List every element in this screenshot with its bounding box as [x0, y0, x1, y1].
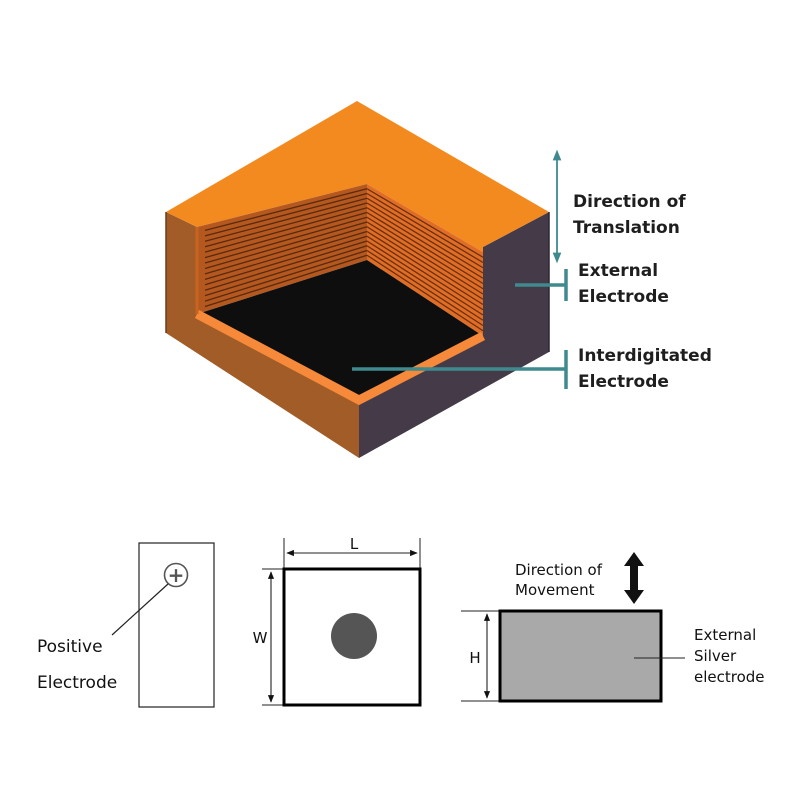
- electrode-layer-line: [366, 207, 484, 279]
- electrode-layer-line: [204, 230, 368, 280]
- movement-label-2: Movement: [515, 581, 595, 599]
- positive-electrode-view: + Positive Electrode: [37, 542, 215, 708]
- top-view: L W: [253, 535, 422, 707]
- electrode-layer-line: [366, 192, 484, 264]
- length-label: L: [350, 535, 359, 553]
- right-face: [359, 212, 549, 458]
- cut-edge: [194, 310, 486, 406]
- movement-arrow-icon: [624, 552, 644, 604]
- movement-label-1: Direction of: [515, 561, 603, 579]
- external-electrode-label-1: External: [578, 261, 658, 281]
- electrode-layer-line: [204, 254, 368, 308]
- positive-electrode-leader: [111, 583, 169, 636]
- electrode-layer-line: [204, 221, 368, 270]
- plus-circle-icon: [163, 562, 189, 588]
- electrode-layer-line: [366, 249, 484, 327]
- electrode-layer-line: [366, 221, 484, 295]
- electrode-layer-line: [366, 230, 484, 306]
- silver-electrode-rect: [498, 609, 663, 703]
- electrode-layer-line: [204, 211, 368, 259]
- electrode-layer-line: [366, 211, 484, 285]
- height-label: H: [469, 649, 480, 667]
- electrode-layer-line: [204, 226, 368, 275]
- electrode-layer-line: [366, 245, 484, 321]
- electrode-layer-line: [204, 245, 368, 297]
- electrode-layer-line: [366, 226, 484, 300]
- silver-electrode-label-1: External: [694, 626, 756, 644]
- external-electrode-label-2: Electrode: [578, 287, 669, 307]
- top-face: [166, 101, 549, 252]
- positive-electrode-label-1: Positive: [37, 637, 103, 657]
- width-label: W: [253, 629, 268, 647]
- interdigitated-electrode-label-1: Interdigitated: [578, 346, 712, 366]
- interdigitated-electrode-label-2: Electrode: [578, 372, 669, 392]
- silver-electrode-label-3: electrode: [694, 668, 765, 686]
- translation-label-2: Translation: [573, 218, 680, 238]
- center-electrode-dot: [331, 613, 377, 659]
- cavity-floor: [197, 260, 483, 400]
- cutaway-component: [165, 101, 550, 458]
- electrode-layer-line: [366, 216, 484, 290]
- side-view: Direction of Movement H External Silver …: [461, 552, 765, 703]
- plus-symbol: +: [168, 563, 185, 587]
- electrode-layer-line: [204, 207, 368, 253]
- left-face: [166, 212, 359, 458]
- positive-electrode-label-2: Electrode: [37, 673, 117, 693]
- back-left-inner-wall: [197, 184, 367, 314]
- electrode-layer-line: [366, 188, 484, 258]
- electrode-layer-line: [204, 235, 368, 286]
- electrode-layer-line: [366, 254, 484, 332]
- electrode-layer-line: [204, 202, 368, 248]
- electrode-layer-line: [204, 192, 368, 237]
- silver-electrode-label-2: Silver: [694, 647, 737, 665]
- electrode-layer-line: [366, 240, 484, 316]
- electrode-layer-line: [204, 188, 368, 232]
- translation-label-1: Direction of: [573, 192, 686, 212]
- electrode-layer-line: [366, 197, 484, 269]
- electrode-layer-line: [204, 240, 368, 291]
- electrode-layer-line: [204, 249, 368, 302]
- internal-electrode-layers: [204, 188, 484, 332]
- electrode-layer-line: [366, 202, 484, 274]
- back-right-inner-wall: [367, 184, 483, 336]
- electrode-layer-line: [366, 235, 484, 311]
- electrode-layer-line: [204, 216, 368, 264]
- electrode-layer-line: [204, 197, 368, 242]
